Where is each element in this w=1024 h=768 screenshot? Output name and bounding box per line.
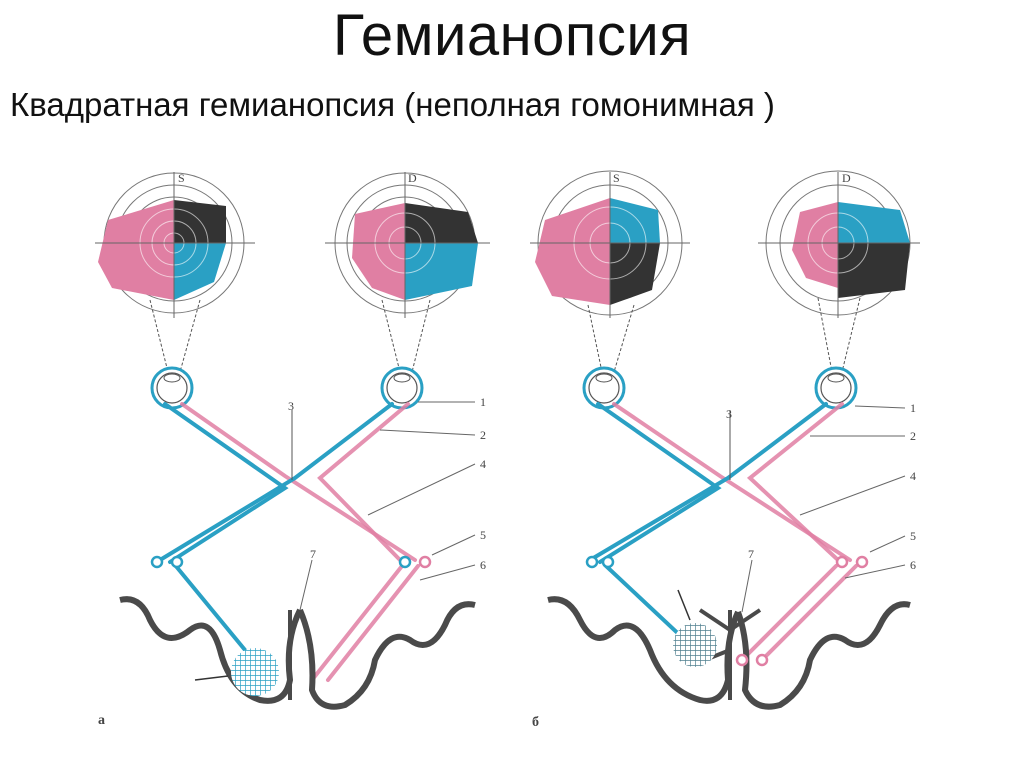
field-pink-sector xyxy=(352,203,405,300)
field-blue-sector xyxy=(838,202,910,243)
panel-a: S D xyxy=(95,171,490,728)
field-dark-sector xyxy=(610,243,660,305)
callout-1-a: 1 xyxy=(480,395,486,409)
field-pink-sector xyxy=(535,198,610,305)
cortex-b xyxy=(547,596,911,710)
field-blue-sector xyxy=(405,243,478,300)
callout-5-a: 5 xyxy=(480,528,486,542)
callout-3-a: 3 xyxy=(288,399,294,413)
eye-label-d-b: D xyxy=(842,171,851,185)
callout-4-b: 4 xyxy=(910,469,916,483)
callout-5-b: 5 xyxy=(910,529,916,543)
callout-4-a: 4 xyxy=(480,457,486,471)
eye-label-s-b: S xyxy=(613,171,620,185)
field-blue-sector xyxy=(610,198,660,243)
callout-6-a: 6 xyxy=(480,558,486,572)
callout-2-a: 2 xyxy=(480,428,486,442)
field-blue-sector xyxy=(174,243,226,300)
field-pink-sector xyxy=(98,200,174,300)
callout-7-a: 7 xyxy=(310,547,316,561)
panel-b: S D xyxy=(530,170,920,730)
slide-subtitle: Квадратная гемианопсия (неполная гомоним… xyxy=(10,86,775,123)
lesion-a xyxy=(231,648,279,696)
eye-right-b xyxy=(814,366,858,410)
slide-title: Гемианопсия xyxy=(332,3,692,68)
callout-1-b: 1 xyxy=(910,401,916,415)
field-pink-sector xyxy=(792,202,838,288)
visual-field-right-b: D xyxy=(758,170,920,318)
callout-3-b: 3 xyxy=(726,407,732,421)
visual-field-left-a: S xyxy=(95,171,255,318)
visual-field-left-b: S xyxy=(530,170,690,318)
callout-6-b: 6 xyxy=(910,558,916,572)
panel-label-b: б xyxy=(532,715,539,730)
field-dark-sector xyxy=(405,203,478,243)
field-dark-sector xyxy=(838,243,910,298)
eye-label-d: D xyxy=(408,171,417,185)
eye-label-s: S xyxy=(178,171,185,185)
visual-field-right-a: D xyxy=(325,171,490,318)
callout-2-b: 2 xyxy=(910,429,916,443)
panel-label-a: а xyxy=(98,713,105,728)
eye-left-a xyxy=(150,366,194,410)
eye-left-b xyxy=(582,366,626,410)
eye-right-a xyxy=(380,366,424,410)
callout-7-b: 7 xyxy=(748,547,754,561)
cortex-a xyxy=(119,596,476,710)
lesion-b xyxy=(673,623,717,667)
